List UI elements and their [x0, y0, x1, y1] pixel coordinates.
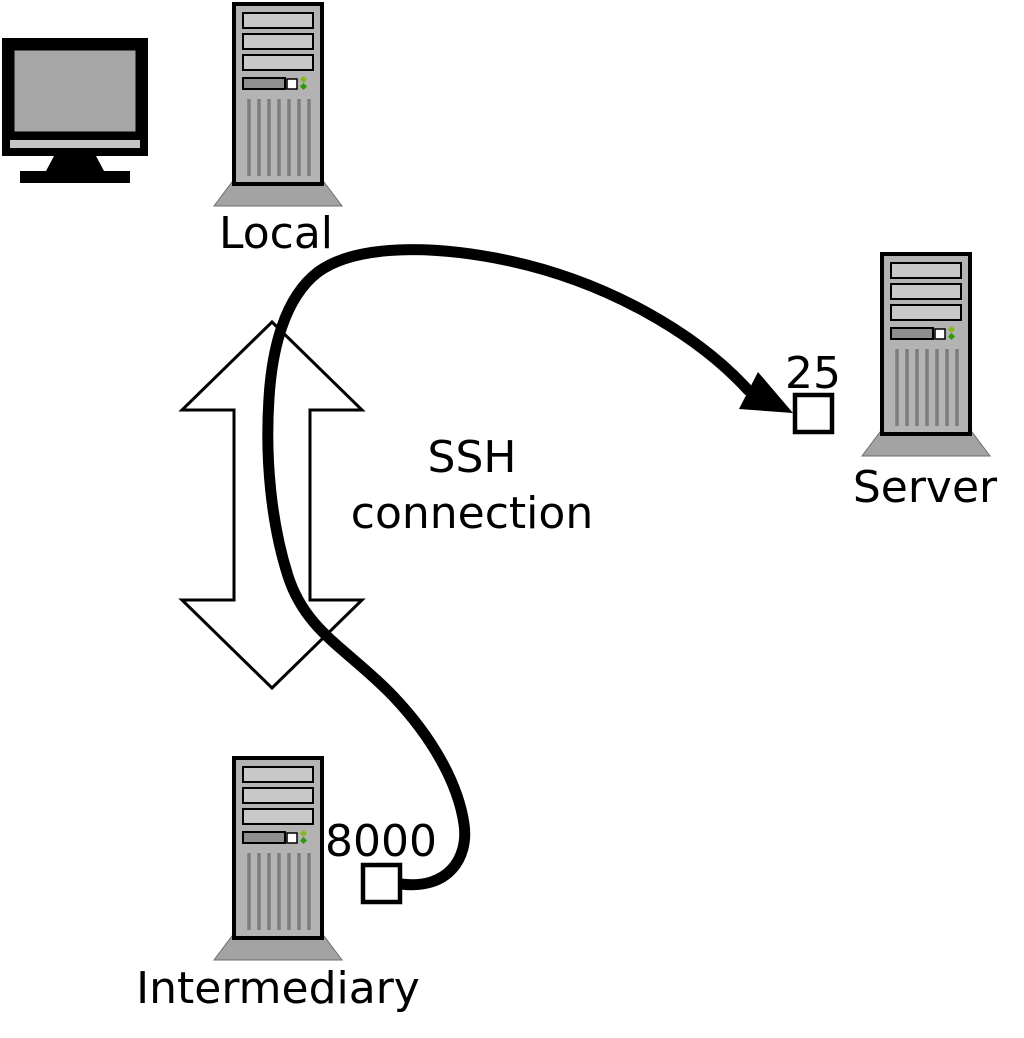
server-label: Server [853, 462, 998, 513]
local-label: Local [219, 208, 333, 259]
local-computer-icon [212, 2, 344, 208]
server-port-box [792, 392, 835, 435]
tunnel-arrowhead-icon [739, 372, 793, 413]
monitor-icon [2, 38, 148, 183]
intermediary-port-box [360, 862, 403, 905]
intermediary-port-label: 8000 [325, 816, 437, 867]
intermediary-computer-icon [212, 756, 344, 962]
ssh-tunnel-path [262, 244, 754, 891]
intermediary-label: Intermediary [136, 963, 420, 1014]
server-computer-icon [860, 252, 992, 458]
ssh-connection-label-line1: SSH [428, 432, 517, 483]
ssh-connection-label-line2: connection [351, 488, 593, 539]
server-port-label: 25 [785, 348, 841, 399]
